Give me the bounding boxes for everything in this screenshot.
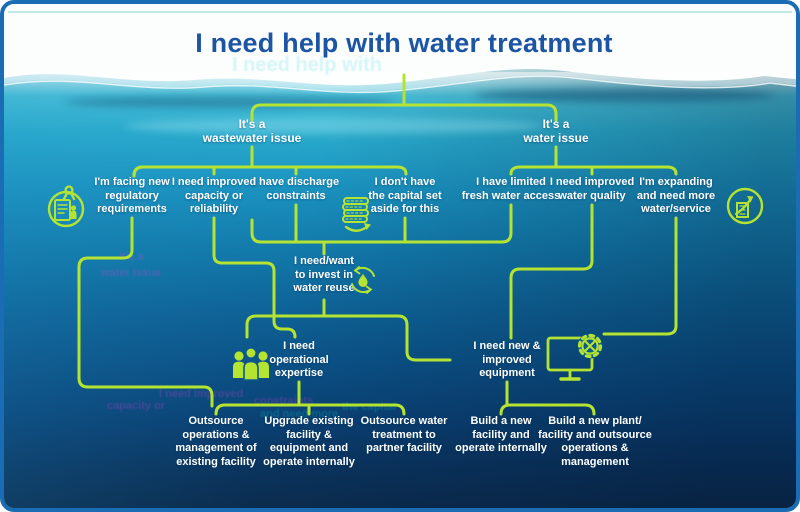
ghost-artifact: It's a bbox=[119, 251, 144, 263]
ghost-artifact: I need help with bbox=[232, 54, 383, 76]
node-capacity: I need improved capacity or reliability bbox=[171, 176, 257, 215]
node-discharge: I have discharge constraints bbox=[252, 176, 340, 202]
node-outsource-ops: Outsource operations & management of exi… bbox=[175, 415, 257, 468]
page-title: I need help with water treatment bbox=[195, 28, 613, 58]
ghost-artifact: and need more bbox=[260, 408, 339, 420]
node-quality: I need improved water quality bbox=[549, 176, 635, 202]
coins-capital-icon bbox=[336, 194, 384, 242]
node-build-internal: Build a new facility and operate interna… bbox=[455, 415, 547, 454]
node-fresh-access: I have limited fresh water access bbox=[461, 176, 561, 202]
equipment-monitor-gear-icon bbox=[544, 330, 606, 388]
node-operational-expertise: I need operational expertise bbox=[269, 340, 329, 379]
node-expanding: I'm expanding and need more water/servic… bbox=[636, 176, 716, 215]
node-water-issue: It's a water issue bbox=[523, 117, 589, 145]
node-outsource-partner: Outsource water treatment to partner fac… bbox=[360, 415, 448, 454]
ocean-tint bbox=[4, 60, 796, 508]
water-streak bbox=[474, 88, 774, 102]
water-reuse-recycle-icon bbox=[346, 263, 380, 297]
ghost-artifact: water issue bbox=[101, 267, 161, 279]
ghost-artifact: capacity or bbox=[107, 400, 166, 412]
top-accent-line bbox=[8, 11, 792, 13]
ocean-background bbox=[4, 60, 796, 508]
node-upgrade-existing: Upgrade existing facility & equipment an… bbox=[263, 415, 355, 468]
node-regulatory: I'm facing new regulatory requirements bbox=[94, 176, 170, 215]
node-capital: I don't have the capital set aside for t… bbox=[368, 176, 442, 215]
connector-lines bbox=[77, 73, 678, 416]
growth-expansion-icon bbox=[722, 183, 768, 229]
water-streak bbox=[124, 118, 544, 134]
node-new-equipment: I need new & improved equipment bbox=[473, 340, 541, 379]
ghost-artifact: I need improved bbox=[159, 388, 244, 400]
certificate-regulations-icon bbox=[44, 182, 90, 236]
node-build-outsource: Build a new plant/ facility and outsourc… bbox=[538, 415, 652, 468]
node-water-reuse: I need/want to invest in water reuse bbox=[293, 255, 355, 294]
node-wastewater-issue: It's a wastewater issue bbox=[202, 117, 302, 145]
team-expertise-icon bbox=[228, 341, 274, 389]
wave-crest bbox=[4, 60, 796, 94]
